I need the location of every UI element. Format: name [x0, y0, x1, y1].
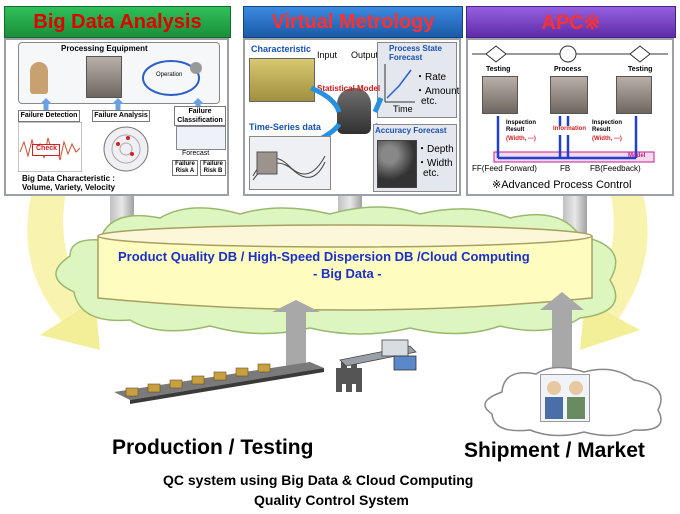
virtual-metrology-title: Virtual Metrology [271, 10, 435, 33]
operation-label: Operation [156, 72, 183, 78]
failure-risk-a-label: Failure Risk A [172, 160, 198, 176]
process-state-forecast-label: Process State Forecast [389, 44, 442, 62]
rate-label: ・Rate [415, 72, 447, 83]
apc-width-right-label: (Width, ---) [592, 136, 622, 142]
input-label: Input [317, 50, 338, 60]
classification-chart [176, 126, 226, 150]
apc-testing-left-label: Testing [486, 66, 511, 73]
width-label: ・Width [417, 158, 453, 169]
apc-information-badge [552, 126, 586, 135]
apc-testing-right-machine [616, 76, 652, 114]
database-cylinder [97, 224, 593, 311]
output-label: Output [351, 50, 379, 60]
caption-line1: QC system using Big Data & Cloud Computi… [163, 472, 474, 488]
process-state-forecast-box [377, 42, 457, 118]
characteristic-label: Characteristic [251, 44, 312, 54]
apc-testing-left-machine [482, 76, 518, 114]
database-line2: - Big Data - [313, 266, 382, 281]
depth-label: ・Depth [417, 144, 454, 155]
apc-header: APC※ [466, 6, 676, 38]
brain-icon [337, 88, 371, 134]
virtual-metrology-panel: Characteristic Input Output Process Stat… [243, 38, 461, 196]
shipment-market-label: Shipment / Market [464, 439, 645, 462]
big-data-analysis-title: Big Data Analysis [33, 10, 202, 33]
time-axis-label: Time [393, 104, 413, 114]
apc-information-label: Information [553, 126, 586, 132]
people-handshake-icon [540, 374, 590, 422]
characteristic-image [249, 58, 315, 102]
apc-fb-right-label: FB(Feedback) [590, 164, 641, 173]
big-data-characteristic-line1: Big Data Characteristic : [22, 174, 115, 183]
forecast-label: Forecast [182, 150, 210, 157]
apc-ff-label: FF(Feed Forward) [472, 164, 537, 173]
time-series-waves [252, 151, 326, 181]
big-data-analysis-panel: Processing Equipment Operation Failure D… [4, 38, 229, 196]
production-testing-label: Production / Testing [112, 436, 314, 459]
process-state-chart [384, 64, 415, 103]
etc-label-1: etc. [421, 96, 438, 107]
database-line1: Product Quality DB / High-Speed Dispersi… [118, 249, 530, 264]
apc-process-machine [550, 76, 588, 114]
apc-model-label: Model [628, 153, 646, 159]
apc-process-label: Process [554, 66, 582, 73]
failure-analysis-label: Failure Analysis [92, 110, 150, 122]
etc-label-2: etc. [423, 168, 440, 179]
failure-analysis-chart [103, 126, 149, 172]
statistical-model-label: Statistical Model [317, 84, 381, 93]
big-data-characteristic-line2: Volume, Variety, Velocity [22, 183, 116, 192]
processing-equipment-label: Processing Equipment [61, 44, 148, 53]
apc-inspection-right-label: Inspection Result [592, 120, 623, 133]
apc-footnote: ※Advanced Process Control [492, 179, 632, 191]
caption-line2: Quality Control System [254, 492, 409, 508]
production-line-illustration [114, 339, 417, 404]
accuracy-image [377, 140, 417, 188]
check-badge [32, 144, 60, 156]
check-label: Check [36, 145, 58, 152]
apc-panel: Testing Process Testing Inspection Resul… [466, 38, 674, 196]
accuracy-forecast-label: Accuracy Forecast [375, 126, 447, 135]
operation-cycle-icon [142, 60, 202, 96]
apc-testing-right-label: Testing [628, 66, 653, 73]
failure-classification-label: Failure Classification [174, 106, 226, 126]
big-data-analysis-header: Big Data Analysis [4, 6, 231, 38]
person-icon [30, 62, 48, 94]
time-series-data-label: Time-Series data [249, 122, 321, 132]
failure-risk-b-label: Failure Risk B [200, 160, 226, 176]
equipment-icon [86, 56, 122, 98]
apc-width-left-label: (Width, ---) [506, 136, 536, 142]
apc-inspection-left-label: Inspection Result [506, 120, 537, 133]
amount-label: ・Amount [415, 86, 460, 97]
apc-fb-mid-label: FB [560, 164, 571, 173]
time-series-image [249, 136, 331, 190]
apc-flow-diagram [472, 45, 668, 163]
virtual-metrology-header: Virtual Metrology [243, 6, 463, 38]
apc-title: APC※ [541, 11, 601, 34]
